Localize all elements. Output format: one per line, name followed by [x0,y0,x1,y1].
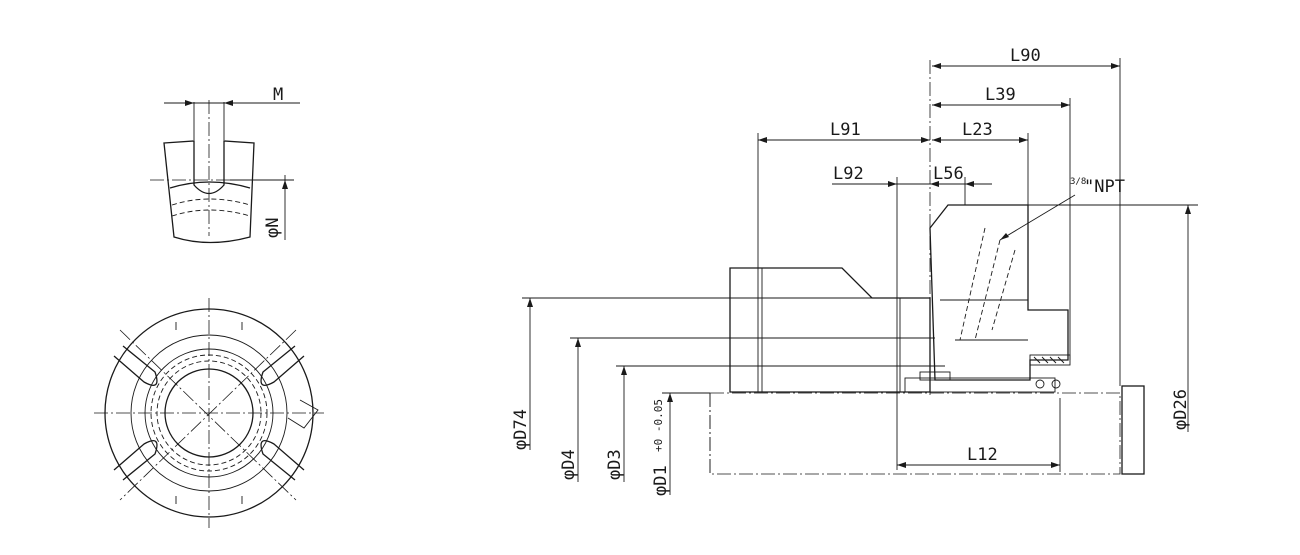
dim-phid1-tolerance: +0 -0.05 [652,399,665,452]
npt-label: "NPT [1084,177,1125,197]
dim-phid74: φD74 [511,409,531,450]
dim-l39: L39 [985,85,1016,105]
npt-fraction: 3/8 [1070,177,1086,187]
dim-l90: L90 [1010,46,1041,66]
dimensions: L90 L39 L91 L23 L92 L56 3/8 "NPT [511,46,1198,496]
slot-detail-view: M φN [150,85,300,244]
dim-l56: L56 [933,164,964,184]
dim-phid1: φD1 [651,465,671,496]
dim-l92: L92 [833,164,864,184]
dim-l91: L91 [830,120,861,140]
dim-l23: L23 [962,120,993,140]
dim-phid4: φD4 [559,449,579,480]
end-view [94,298,324,528]
dim-m-label: M [273,85,283,105]
dim-phin-label: φN [263,218,283,238]
dim-l12: L12 [967,445,998,465]
dim-phid26: φD26 [1171,389,1191,430]
section-view [709,60,1145,475]
dim-phid3: φD3 [605,449,625,480]
